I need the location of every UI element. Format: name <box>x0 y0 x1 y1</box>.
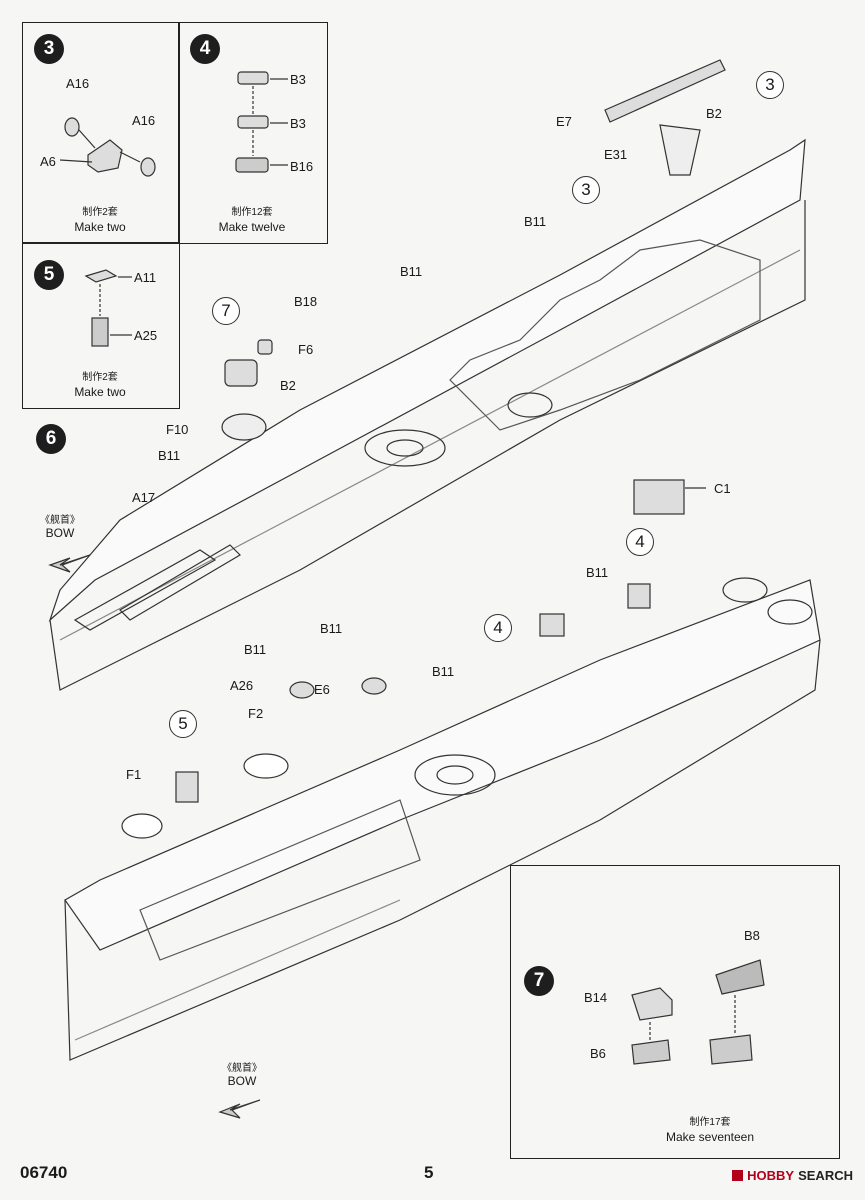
step-4-box <box>178 22 328 244</box>
step-5-badge: 5 <box>34 260 64 290</box>
step-3-box <box>22 22 180 244</box>
part-b11-label: B11 <box>400 264 423 279</box>
part-b11-label: B11 <box>586 565 609 580</box>
caption-en: Make twelve <box>218 220 286 234</box>
part-b18-label: B18 <box>294 294 318 309</box>
bow-cn: 《舰首》 <box>222 1063 262 1074</box>
a16-part-drawing <box>59 117 156 177</box>
b3-b16-part-drawing <box>235 71 288 173</box>
bow-marker: 《舰首》 BOW <box>222 1062 262 1088</box>
watermark-logo-icon <box>732 1170 744 1181</box>
part-e31-label: E31 <box>604 147 628 162</box>
bow-arrow-upper <box>48 554 91 573</box>
part-e6-label: E6 <box>314 682 330 697</box>
step-7-box <box>510 865 840 1159</box>
caption-cn: 制作2套 <box>82 372 118 383</box>
part-b11-label: B11 <box>524 214 547 229</box>
caption-en: Make two <box>74 385 126 399</box>
step-7-border-ext <box>683 865 838 866</box>
part-f10-label: F10 <box>166 422 189 437</box>
bow-marker: 《舰首》 BOW <box>40 514 80 540</box>
part-a26-label: A26 <box>230 678 254 693</box>
sub-assembly-ref-3: 3 <box>572 176 600 204</box>
part-b11-label: B11 <box>320 621 343 636</box>
part-b11-label: B11 <box>158 448 181 463</box>
sub-assembly-ref-7: 7 <box>212 297 240 325</box>
b6-b8-b14-part-drawing <box>631 959 765 1065</box>
part-c1-label: C1 <box>714 481 731 496</box>
a11-a25-part-drawing <box>84 269 132 347</box>
caption-cn: 制作17套 <box>689 1117 731 1128</box>
part-b2-label: B2 <box>706 106 722 121</box>
part-f6-label: F6 <box>298 342 314 357</box>
step-7-caption: 制作17套 Make seventeen <box>640 1115 780 1145</box>
sub-assembly-ref-3: 3 <box>756 71 784 99</box>
page-number: 5 <box>424 1163 434 1182</box>
bow-cn: 《舰首》 <box>40 515 80 526</box>
step-3-caption: 制作2套 Make two <box>30 205 170 235</box>
step-5-box <box>22 242 180 409</box>
step-3-badge: 3 <box>34 34 64 64</box>
part-b16-label: B16 <box>290 159 314 174</box>
part-a16-label: A16 <box>66 76 90 91</box>
step-7-badge: 7 <box>524 966 554 996</box>
step-5-caption: 制作2套 Make two <box>30 370 170 400</box>
part-a17-label: A17 <box>132 490 156 505</box>
caption-cn: 制作12套 <box>231 207 273 218</box>
part-a16-label: A16 <box>132 113 156 128</box>
bow-arrow-lower <box>218 1099 261 1119</box>
part-f1-label: F1 <box>126 767 142 782</box>
part-b3-label: B3 <box>290 72 306 87</box>
part-a11-label: A11 <box>134 270 157 285</box>
watermark-brand: HOBBY <box>747 1168 795 1183</box>
part-b11-label: B11 <box>244 642 267 657</box>
sub-assembly-ref-5: 5 <box>169 710 197 738</box>
bow-en: BOW <box>227 1074 257 1088</box>
watermark: HOBBY SEARCH <box>732 1168 853 1183</box>
caption-cn: 制作2套 <box>82 207 118 218</box>
lower-hull-drawing <box>64 577 821 1061</box>
part-a25-label: A25 <box>134 328 158 343</box>
caption-en: Make two <box>74 220 126 234</box>
part-b3-label: B3 <box>290 116 306 131</box>
part-b8-label: B8 <box>744 928 760 943</box>
step-4-caption: 制作12套 Make twelve <box>182 205 322 235</box>
caption-en: Make seventeen <box>665 1130 755 1144</box>
watermark-search: SEARCH <box>798 1168 853 1183</box>
step-6-badge: 6 <box>36 424 66 454</box>
sub-assembly-ref-4: 4 <box>626 528 654 556</box>
part-e7-label: E7 <box>556 114 572 129</box>
part-b2-label: B2 <box>280 378 296 393</box>
part-b14-label: B14 <box>584 990 608 1005</box>
upper-hull-drawing <box>48 59 806 691</box>
part-b6-label: B6 <box>590 1046 606 1061</box>
bow-en: BOW <box>45 526 75 540</box>
sub-assembly-ref-4: 4 <box>484 614 512 642</box>
product-code: 06740 <box>20 1163 68 1182</box>
step-4-badge: 4 <box>190 34 220 64</box>
part-a6-label: A6 <box>40 154 56 169</box>
part-f2-label: F2 <box>248 706 264 721</box>
part-b11-label: B11 <box>432 664 455 679</box>
